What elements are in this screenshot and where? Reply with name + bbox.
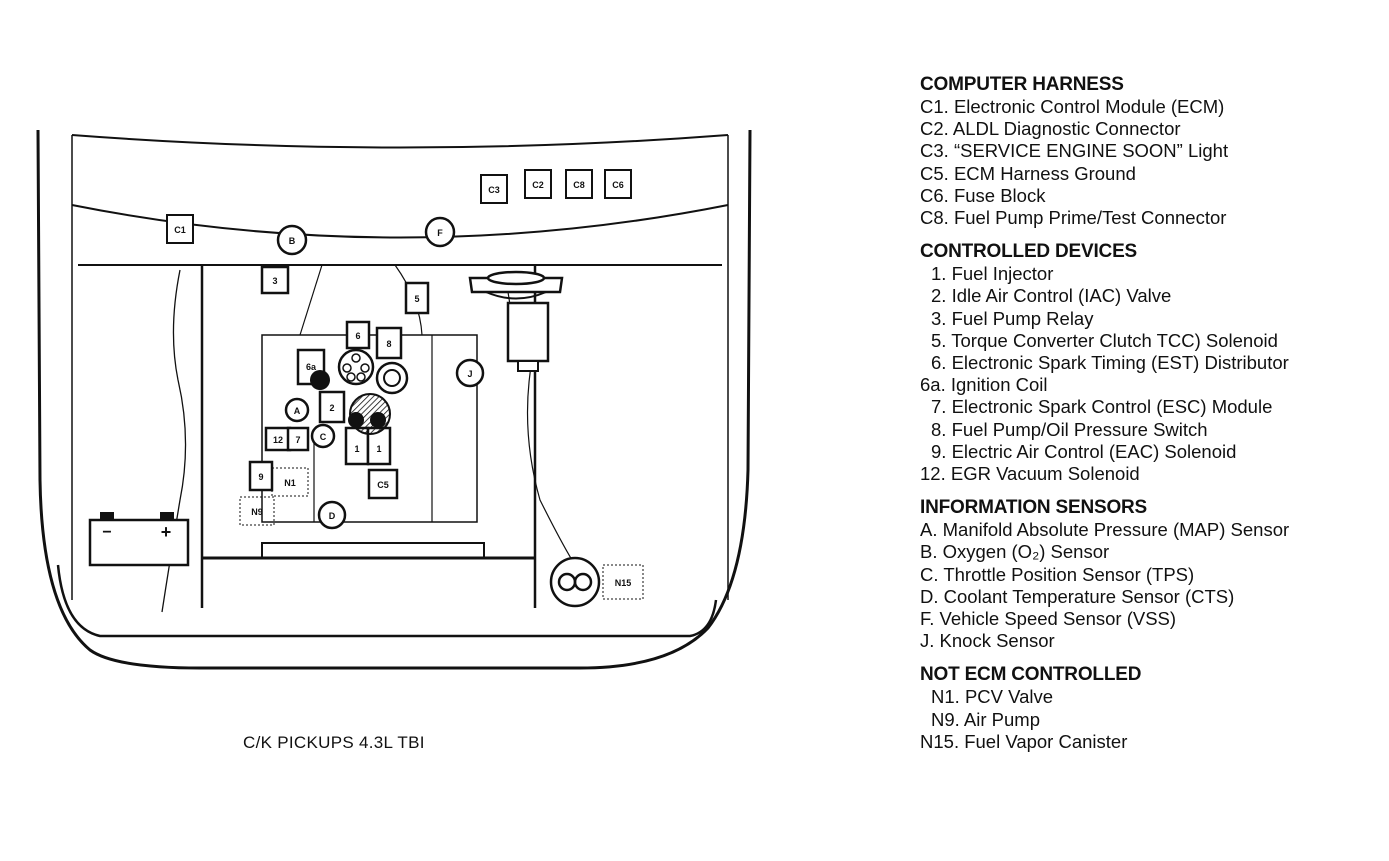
svg-text:7: 7 (295, 435, 300, 445)
svg-text:N15: N15 (615, 578, 632, 588)
section-title: COMPUTER HARNESS (920, 74, 1124, 95)
svg-text:6a: 6a (306, 362, 317, 372)
legend-item: C2. ALDL Diagnostic Connector (920, 118, 1181, 140)
legend-item: 3. Fuel Pump Relay (931, 307, 1094, 329)
legend-item: N1. PCV Valve (931, 686, 1054, 708)
svg-text:N9: N9 (251, 507, 263, 517)
component-legend: COMPUTER HARNESS C1. Electronic Control … (920, 74, 1380, 765)
legend-item: 1. Fuel Injector (931, 263, 1054, 285)
oil-pressure-sender (375, 361, 409, 395)
section-title: CONTROLLED DEVICES (920, 241, 1138, 263)
sensor-f: F (424, 216, 456, 248)
svg-text:F: F (437, 228, 443, 238)
svg-text:C8: C8 (573, 180, 585, 190)
svg-text:2: 2 (329, 403, 334, 413)
svg-text:1: 1 (354, 444, 359, 454)
component-n9-air-pump: N9 (239, 496, 275, 526)
connector-c6: C6 (604, 169, 632, 199)
section-title: INFORMATION SENSORS (920, 497, 1148, 519)
device-2-iac-valve: 2 (318, 390, 346, 424)
connector-c3: C3 (480, 174, 508, 204)
svg-text:B: B (289, 236, 296, 246)
legend-section-controlled-devices: CONTROLLED DEVICES 1. Fuel Injector 2. I… (920, 241, 1380, 485)
legend-item: B. Oxygen (O₂) Sensor (920, 541, 1110, 563)
svg-text:A: A (294, 406, 301, 416)
device-3-fuel-pump-relay: 3 (260, 265, 290, 295)
legend-item: C. Throttle Position Sensor (TPS) (920, 563, 1195, 585)
legend-item: C5. ECM Harness Ground (920, 162, 1136, 184)
legend-item: 8. Fuel Pump/Oil Pressure Switch (931, 418, 1208, 440)
sensor-j-knock: J (455, 358, 485, 388)
legend-item: A. Manifold Absolute Pressure (MAP) Sens… (920, 519, 1290, 541)
brake-master-cylinder (468, 270, 564, 372)
diagram-caption: C/K PICKUPS 4.3L TBI (243, 733, 425, 752)
cowl-panel (71, 134, 729, 600)
svg-text:D: D (329, 511, 336, 521)
legend-section-information-sensors: INFORMATION SENSORS A. Manifold Absolute… (920, 497, 1380, 652)
legend-item: C8. Fuel Pump Prime/Test Connector (920, 207, 1227, 229)
svg-text:C2: C2 (532, 180, 544, 190)
legend-item: N15. Fuel Vapor Canister (920, 730, 1128, 752)
connector-c5: C5 (367, 468, 399, 500)
legend-item: C1. Electronic Control Module (ECM) (920, 96, 1225, 117)
legend-item: 5. Torque Converter Clutch TCC) Solenoid (931, 329, 1278, 351)
sensor-d-cts: D (317, 500, 347, 530)
connector-c8: C8 (565, 169, 593, 199)
engine-compartment-diagram: C1 C3 C2 C8 C6 B F 3 5 6 8 (36, 129, 752, 670)
battery: − + (88, 512, 190, 567)
component-n1-pcv: N1 (271, 467, 309, 497)
svg-text:6: 6 (355, 331, 360, 341)
svg-text:N1: N1 (284, 478, 296, 488)
legend-item: F. Vehicle Speed Sensor (VSS) (920, 608, 1177, 630)
svg-text:3: 3 (272, 276, 277, 286)
component-n15-vapor-canister: N15 (549, 556, 644, 608)
legend-item: 7. Electronic Spark Control (ESC) Module (931, 396, 1273, 418)
svg-text:J: J (467, 369, 472, 379)
section-title: NOT ECM CONTROLLED (920, 664, 1142, 686)
legend-section-computer-harness: COMPUTER HARNESS C1. Electronic Control … (920, 74, 1380, 229)
svg-text:C5: C5 (377, 480, 389, 490)
device-6-distributor-label: 6 (345, 320, 371, 350)
legend-item: 9. Electric Air Control (EAC) Solenoid (931, 440, 1237, 462)
battery-positive-terminal: + (161, 522, 172, 542)
device-12-egr-solenoid: 12 (264, 426, 292, 452)
distributor-cap (337, 348, 375, 386)
legend-item: 12. EGR Vacuum Solenoid (920, 463, 1140, 485)
svg-text:C1: C1 (174, 225, 186, 235)
ignition-coil-body (310, 370, 330, 390)
connector-c2: C2 (524, 169, 552, 199)
legend-item: C3. “SERVICE ENGINE SOON” Light (920, 140, 1229, 162)
legend-item: 6. Electronic Spark Timing (EST) Distrib… (931, 352, 1289, 374)
legend-item: J. Knock Sensor (920, 630, 1055, 652)
legend-item: 6a. Ignition Coil (920, 374, 1048, 396)
svg-text:12: 12 (273, 435, 283, 445)
legend-item: N9. Air Pump (931, 708, 1040, 730)
sensor-c-tps: C (310, 423, 336, 449)
legend-item: D. Coolant Temperature Sensor (CTS) (920, 585, 1235, 607)
svg-text:9: 9 (258, 472, 263, 482)
legend-section-not-ecm-controlled: NOT ECM CONTROLLED N1. PCV Valve N9. Air… (920, 664, 1380, 753)
sensor-a-map: A (284, 397, 310, 423)
legend-item: 2. Idle Air Control (IAC) Valve (931, 285, 1172, 307)
svg-text:C3: C3 (488, 185, 500, 195)
throttle-body (348, 393, 391, 435)
svg-text:C6: C6 (612, 180, 624, 190)
device-5-tcc-solenoid: 5 (404, 281, 430, 315)
device-9-eac-solenoid: 9 (248, 460, 274, 492)
battery-negative-terminal: − (102, 524, 111, 541)
svg-text:C: C (320, 432, 327, 442)
sensor-b: B (276, 224, 308, 256)
device-7-esc-module: 7 (286, 426, 310, 452)
svg-text:5: 5 (414, 294, 419, 304)
vehicle-outline (36, 129, 752, 670)
svg-text:1: 1 (376, 444, 381, 454)
device-8-oil-pressure-switch: 8 (375, 326, 403, 360)
connector-c1: C1 (166, 214, 194, 244)
legend-item: C6. Fuse Block (920, 184, 1046, 206)
svg-text:8: 8 (386, 339, 391, 349)
